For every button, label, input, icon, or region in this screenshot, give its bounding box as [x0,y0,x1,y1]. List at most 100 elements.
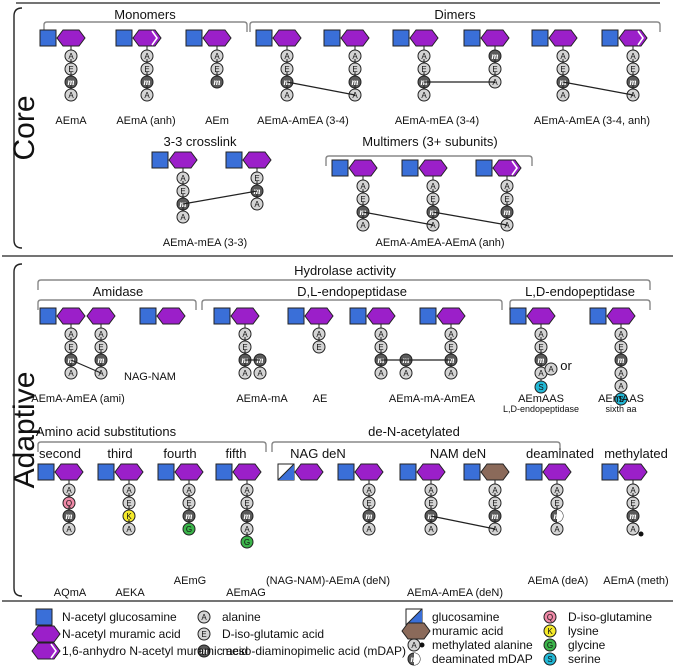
residue-letter: E [492,499,497,508]
residue-E: E [140,62,154,76]
residue-letter: A [180,213,186,222]
residue-letter: E [201,630,206,639]
residue-letter: K [126,512,132,521]
legend-text-ala-circle: alanine [222,610,261,624]
residue-A: A [64,88,78,102]
glcnac-square [323,29,341,47]
label-aema-amea-34: AEmA-AmEA (3-4) [257,115,349,127]
residue-letter: G [547,641,553,650]
residue-m: m [362,509,376,523]
hydrolase-header: Hydrolase activity [294,263,396,278]
murnac-hexagon [272,29,302,47]
label-nag-den: (NAG-NAM)-AEmA (deN) [266,575,390,587]
residue-m: m [140,75,154,89]
label-aema-amea-34anh: AEmA-AmEA (3-4, anh) [534,115,650,127]
label-ami: AEmA-AmEA (ami) [31,393,125,405]
residue-letter: m [537,355,544,365]
label-aema: AEmA [55,115,87,127]
residue-letter: E [618,343,623,352]
residue-letter: A [68,330,74,339]
murnac-hexagon [86,307,116,325]
residue-letter: A [492,525,498,534]
crosslink-bond [286,81,356,96]
murnac-hexagon [618,29,648,47]
residue-A: A [362,483,376,497]
residue-letter: A [366,486,372,495]
glcnac-square-legend [35,608,53,626]
residue-G: G [182,522,196,536]
residue-letter: m [491,51,498,61]
legend-text-murnac-hexagon: N-acetyl muramic acid [62,627,181,641]
residue-letter: A [242,369,248,378]
residue-letter: A [492,78,498,87]
residue-letter: E [68,343,73,352]
legend-text-anhydro-hexagon: 1,6-anhydro N-acetyl muramic acid [62,644,248,658]
residue-letter: m [65,511,72,521]
residue-letter: A [68,369,74,378]
residue-letter: A [284,91,290,100]
murnac-hexagon [548,29,578,47]
residue-A: A [238,327,252,341]
label-aemaas1-sub: L,D-endopeptidase [503,404,579,414]
residue-A: A [253,366,267,380]
residue-A: A [182,483,196,497]
residue-letter: A [214,52,220,61]
residue-letter: A [411,641,417,650]
residue-letter: A [421,52,427,61]
residue-letter: E [538,343,543,352]
dimers-header: Dimers [434,7,476,22]
residue-letter: m [491,511,498,521]
residue-letter: A [492,486,498,495]
residue-letter: E [144,65,149,74]
residue-A: A [424,483,438,497]
residue-letter: A [630,486,636,495]
glucosamine-square-legend [405,608,423,626]
glcnac-square [463,29,481,47]
residue-A: A [374,366,388,380]
murnac-hexagon [168,151,198,169]
murnac-hexagon [348,159,378,177]
residue-S: S [614,392,628,406]
murnac-hexagon [480,29,510,47]
residue-A: A [238,366,252,380]
glcnac-square [215,463,233,481]
gln-circle: Q [543,610,557,624]
residue-A: A [122,522,136,536]
residue-letter: A [98,369,104,378]
residue-letter: m [67,77,74,87]
residue-letter: m [185,511,192,521]
nam-den-header: NAM deN [430,446,486,461]
glcnac-square [601,29,619,47]
residue-E: E [362,496,376,510]
ala-circle: A [197,610,211,624]
legend-text-glucosamine-square: glucosamine [432,610,500,624]
residue-letter: S [547,655,552,664]
muramic-hexagon-legend [401,622,431,640]
glcnac-square [475,159,493,177]
residue-letter: A [378,330,384,339]
residue-letter: A [366,525,372,534]
residue-letter: A [630,91,636,100]
murnac-hexagon [606,307,636,325]
murnac-hexagon [132,29,162,47]
residue-letter: A [403,369,409,378]
murnac-hexagon [230,307,260,325]
residue-letter: Q [547,613,553,622]
glcnac-square [225,151,243,169]
glcnac-square [151,151,169,169]
residue-E: E [122,496,136,510]
residue-letter: m [351,77,358,87]
legend-text-lys-circle: lysine [568,624,599,638]
glcnac-square [531,29,549,47]
glcnac-square [185,29,203,47]
murnac-hexagon-legend [31,625,61,643]
residue-G: G [240,535,254,549]
glcnac-square [115,29,133,47]
aa-subst-header: Amino acid substitutions [36,424,177,439]
glcnac-square [157,463,175,481]
residue-letter: A [504,182,510,191]
residue-letter: E [352,65,357,74]
label-nag-nam: NAG-NAM [124,371,176,383]
residue-m: m [64,75,78,89]
murnac-hexagon [416,463,446,481]
